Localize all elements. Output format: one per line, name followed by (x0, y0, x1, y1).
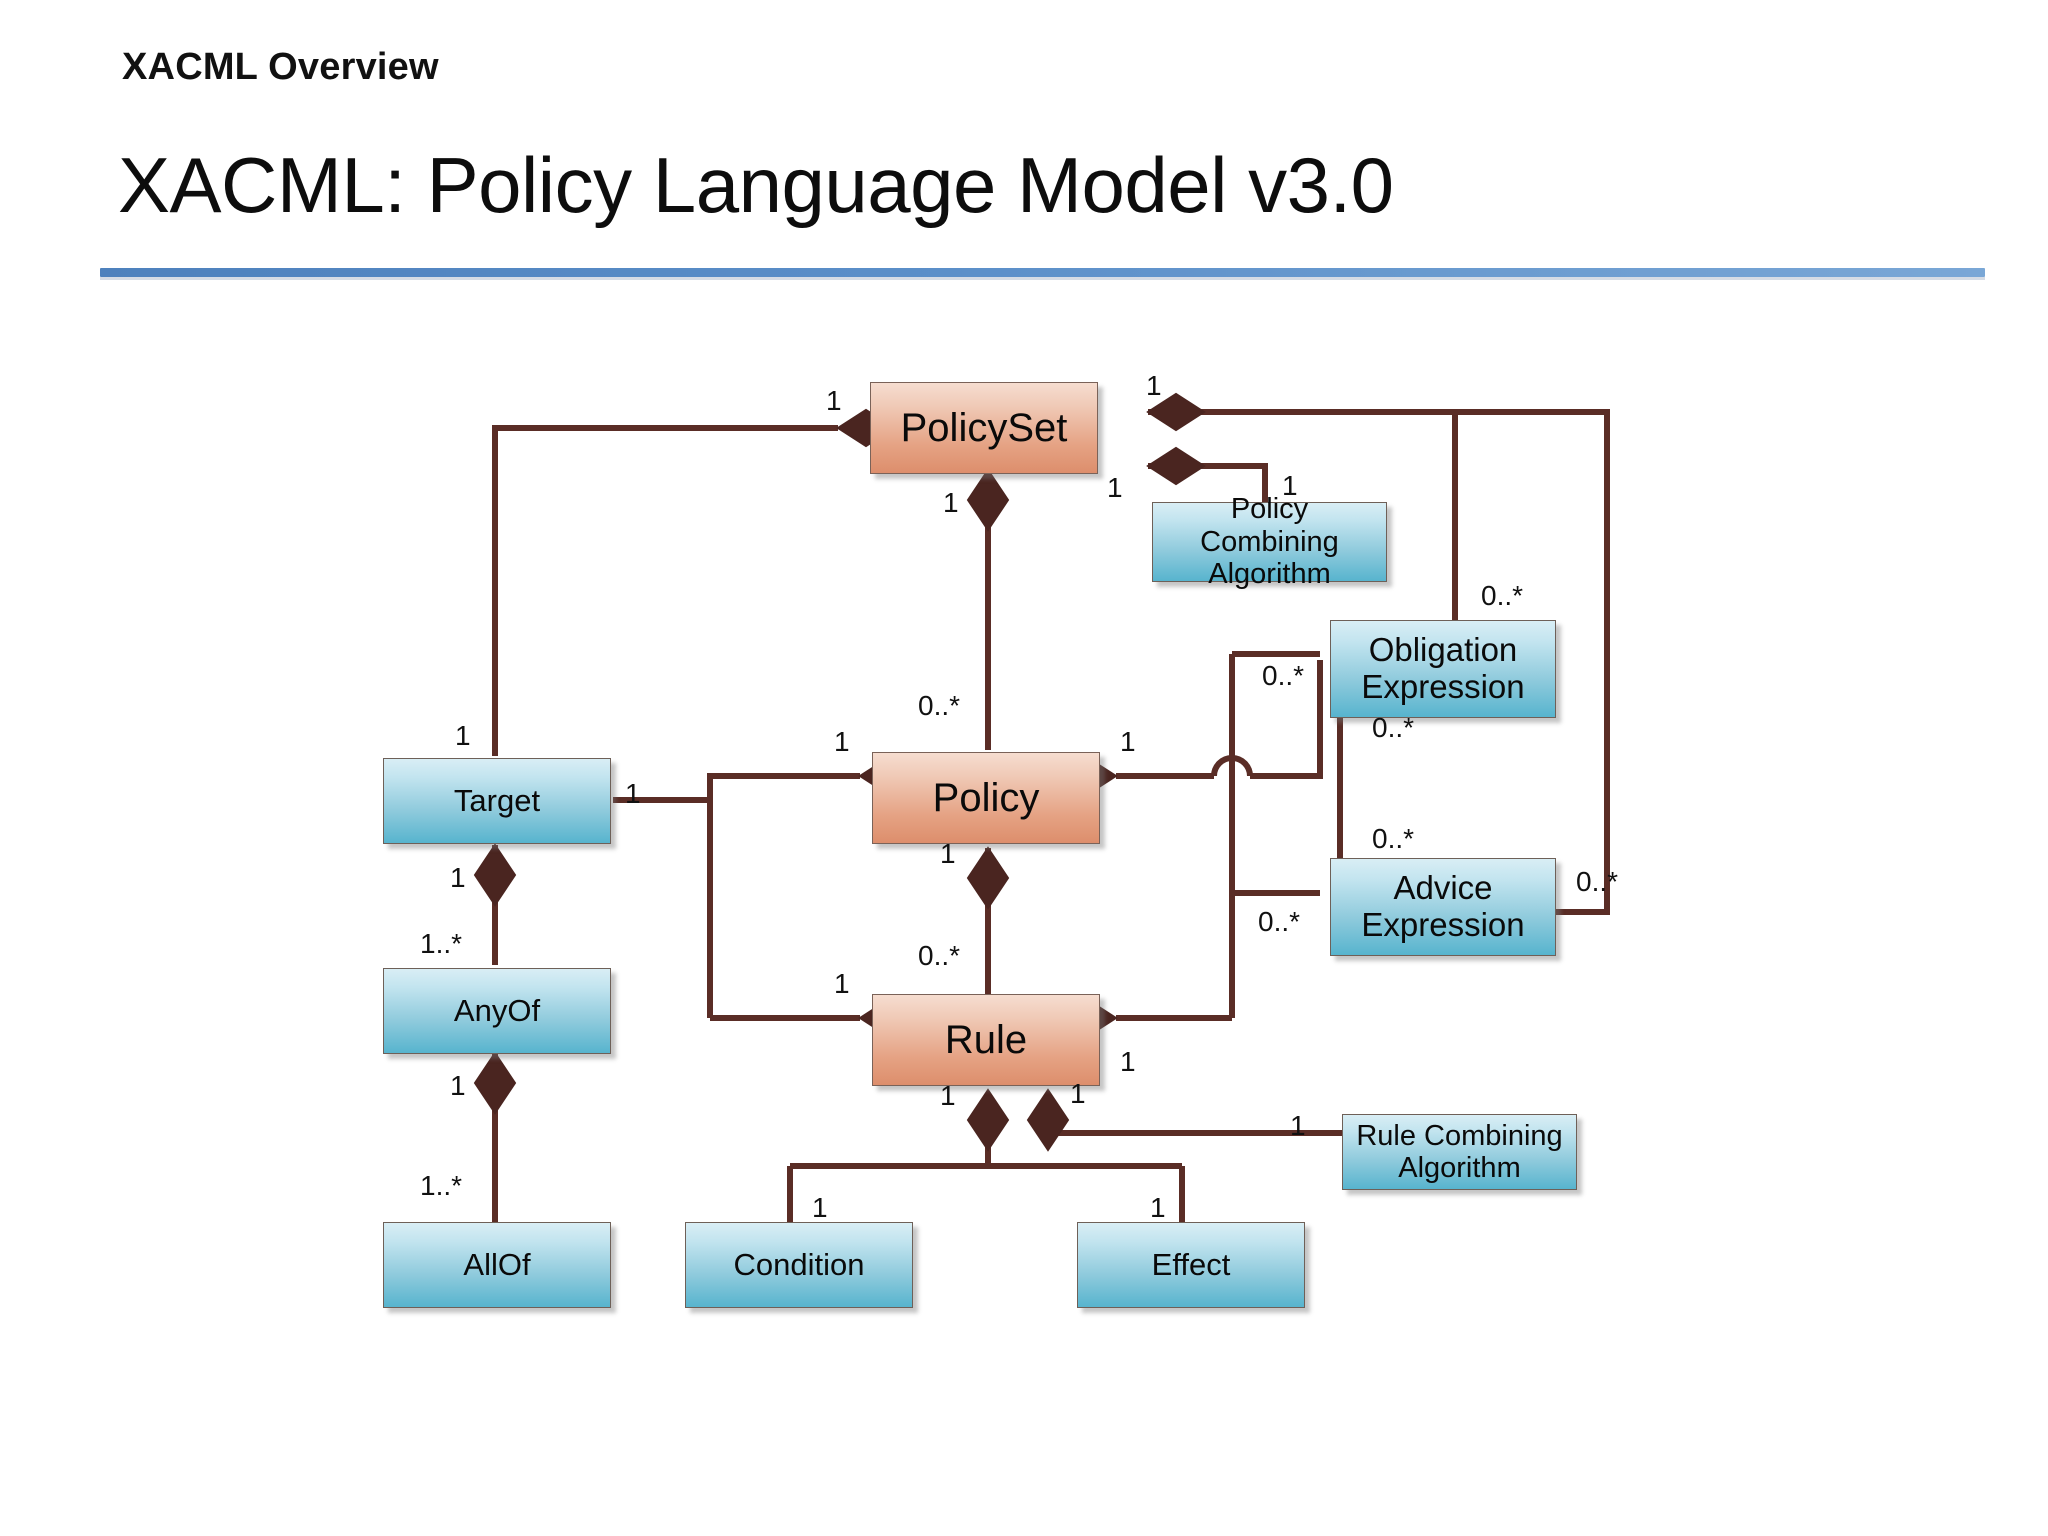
slide-kicker: XACML Overview (122, 46, 439, 88)
mult-policyset-right-bottom: 1 (1107, 472, 1123, 503)
node-pca-label: Policy Combining Algorithm (1159, 493, 1380, 590)
diamond-target-bottom (473, 843, 517, 907)
diamond-policy-bottom (966, 846, 1010, 910)
mult-anyof-top: 1..* (420, 928, 463, 959)
diamond-rule-bottom-right (1026, 1088, 1070, 1152)
mult-policyset-right-top: 1 (1146, 370, 1162, 401)
mult-advice-right: 0..* (1576, 866, 1619, 897)
mult-rule-right: 1 (1120, 1046, 1136, 1077)
node-rca-line1: Rule Combining (1356, 1119, 1563, 1152)
node-rca-label: Rule Combining Algorithm (1356, 1120, 1562, 1185)
node-condition[interactable]: Condition (685, 1222, 913, 1308)
mult-target-bottom: 1 (450, 862, 466, 893)
node-policy-label: Policy (932, 775, 1040, 820)
page-title: XACML: Policy Language Model v3.0 (118, 141, 1394, 229)
title-divider-shadow (100, 277, 1985, 280)
mult-policy-top: 0..* (918, 690, 961, 721)
node-rca-line2: Algorithm (1398, 1152, 1521, 1184)
node-effect-label: Effect (1151, 1246, 1231, 1282)
mult-obligation-bottom: 0..* (1372, 712, 1415, 743)
mult-policy-left: 1 (834, 726, 850, 757)
mult-policyset-left: 1 (826, 385, 842, 416)
mult-rca-left: 1 (1290, 1110, 1306, 1141)
node-condition-label: Condition (733, 1246, 865, 1282)
edge-policy-obligation (1250, 660, 1323, 779)
mult-allof-top: 1..* (420, 1170, 463, 1201)
mult-target-right: 1 (625, 778, 641, 809)
node-rule-label: Rule (944, 1017, 1028, 1062)
mult-advice-top: 0..* (1372, 823, 1415, 854)
node-pca-line2: Algorithm (1208, 558, 1331, 591)
mult-obligation-left: 0..* (1262, 660, 1305, 691)
mult-target-top: 1 (455, 720, 471, 751)
mult-rule-left: 1 (834, 968, 850, 999)
node-rule[interactable]: Rule (872, 994, 1100, 1086)
node-rule-combining-algorithm[interactable]: Rule Combining Algorithm (1342, 1114, 1577, 1190)
node-advice-label: Advice Expression (1361, 869, 1525, 944)
diamond-rule-bottom-left (966, 1088, 1010, 1152)
edge-target-rule (613, 797, 713, 1018)
slide-footer: X X X UNIVERSITEIT VAN AMSTERDAM PST 201… (0, 1420, 2048, 1536)
mult-advice-left: 0..* (1258, 906, 1301, 937)
title-divider-bar (100, 268, 1985, 277)
node-target-label: Target (453, 782, 541, 818)
node-pca-line1: Policy Combining (1200, 493, 1339, 558)
mult-condition-top: 1 (812, 1192, 828, 1223)
mult-policy-bottom: 1 (940, 838, 956, 869)
mult-obligation-top: 0..* (1481, 580, 1524, 611)
node-obligation-line2: Expression (1361, 668, 1525, 705)
mult-rule-bottom-right: 1 (1070, 1078, 1086, 1109)
node-obligation-line1: Obligation (1368, 631, 1518, 669)
mult-rule-bottom-left: 1 (940, 1080, 956, 1111)
node-policy-combining-algorithm[interactable]: Policy Combining Algorithm (1152, 493, 1387, 590)
diamond-anyof-bottom (473, 1051, 517, 1115)
node-advice-expression[interactable]: Advice Expression (1330, 858, 1556, 956)
node-policyset[interactable]: PolicySet (870, 382, 1098, 474)
node-policyset-label: PolicySet (900, 405, 1068, 450)
mult-anyof-bottom: 1 (450, 1070, 466, 1101)
node-obligation-label: Obligation Expression (1361, 631, 1525, 706)
mult-pca-top: 1 (1282, 470, 1298, 501)
node-advice-line2: Expression (1361, 906, 1525, 943)
node-allof-label: AllOf (463, 1246, 531, 1282)
mult-policy-right: 1 (1120, 726, 1136, 757)
diamond-policyset-bottom (966, 468, 1010, 532)
node-allof[interactable]: AllOf (383, 1222, 611, 1308)
mult-rule-top: 0..* (918, 940, 961, 971)
mult-policyset-bottom: 1 (943, 487, 959, 518)
node-advice-line1: Advice (1393, 869, 1493, 907)
node-effect[interactable]: Effect (1077, 1222, 1305, 1308)
node-target[interactable]: Target (383, 758, 611, 844)
node-policy[interactable]: Policy (872, 752, 1100, 844)
mult-effect-top: 1 (1150, 1192, 1166, 1223)
title-divider (100, 268, 1985, 280)
node-anyof[interactable]: AnyOf (383, 968, 611, 1054)
node-anyof-label: AnyOf (453, 992, 541, 1028)
edge-target-policy (707, 773, 860, 800)
edge-policyset-target (492, 425, 838, 756)
diamond-policyset-right-top (1146, 392, 1206, 432)
diamond-policyset-right-bottom (1146, 446, 1206, 486)
node-obligation-expression[interactable]: Obligation Expression (1330, 620, 1556, 718)
